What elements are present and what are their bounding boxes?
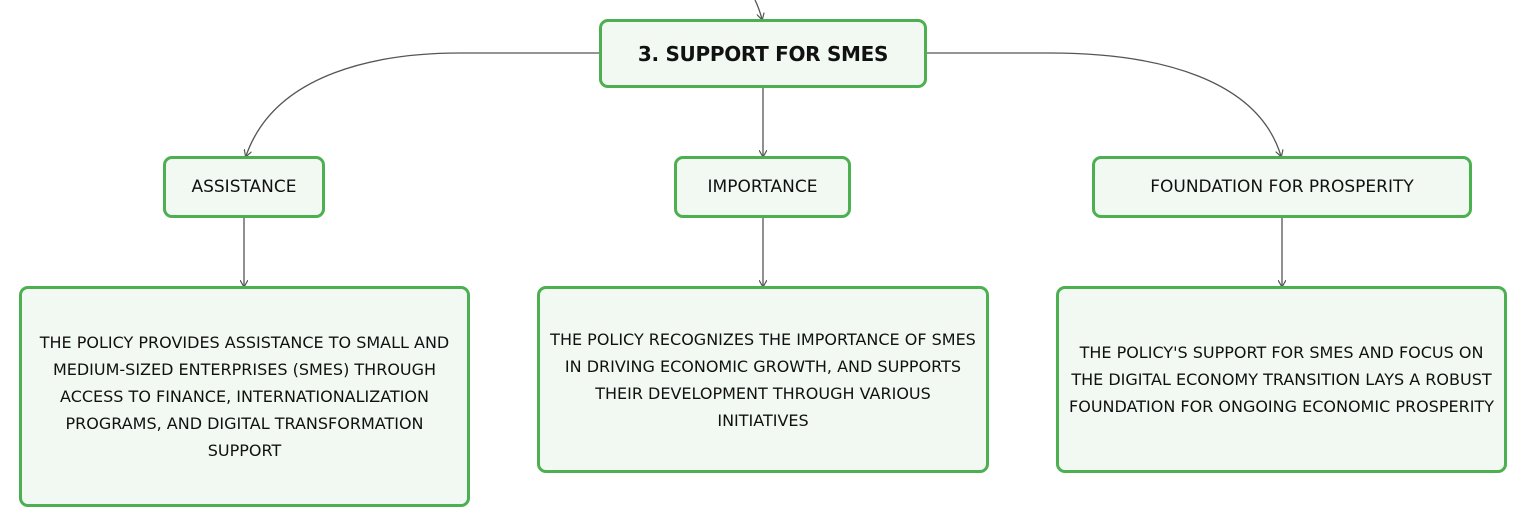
connector-parent-to-root: [754, 0, 762, 19]
detail-node-text: THE POLICY PROVIDES ASSISTANCE TO SMALL …: [39, 333, 450, 460]
detail-node-importance[interactable]: THE POLICY RECOGNIZES THE IMPORTANCE OF …: [537, 286, 989, 473]
root-node-label: 3. SUPPORT FOR SMES: [637, 41, 889, 66]
root-node[interactable]: 3. SUPPORT FOR SMES: [599, 19, 927, 88]
branch-node-label: ASSISTANCE: [191, 177, 297, 197]
branch-node-label: FOUNDATION FOR PROSPERITY: [1150, 177, 1414, 197]
branch-node-assistance[interactable]: ASSISTANCE: [163, 156, 325, 218]
branch-node-foundation-for-prosperity[interactable]: FOUNDATION FOR PROSPERITY: [1092, 156, 1472, 218]
branch-node-importance[interactable]: IMPORTANCE: [674, 156, 851, 218]
branch-node-label: IMPORTANCE: [707, 177, 818, 197]
connector-root-to-foundation: [927, 52, 1281, 156]
detail-node-text: THE POLICY RECOGNIZES THE IMPORTANCE OF …: [550, 329, 976, 430]
connector-root-to-assistance: [246, 52, 599, 156]
detail-node-text: THE POLICY'S SUPPORT FOR SMES AND FOCUS …: [1069, 343, 1494, 416]
detail-node-assistance[interactable]: THE POLICY PROVIDES ASSISTANCE TO SMALL …: [19, 286, 470, 507]
detail-node-foundation-for-prosperity[interactable]: THE POLICY'S SUPPORT FOR SMES AND FOCUS …: [1056, 286, 1507, 473]
